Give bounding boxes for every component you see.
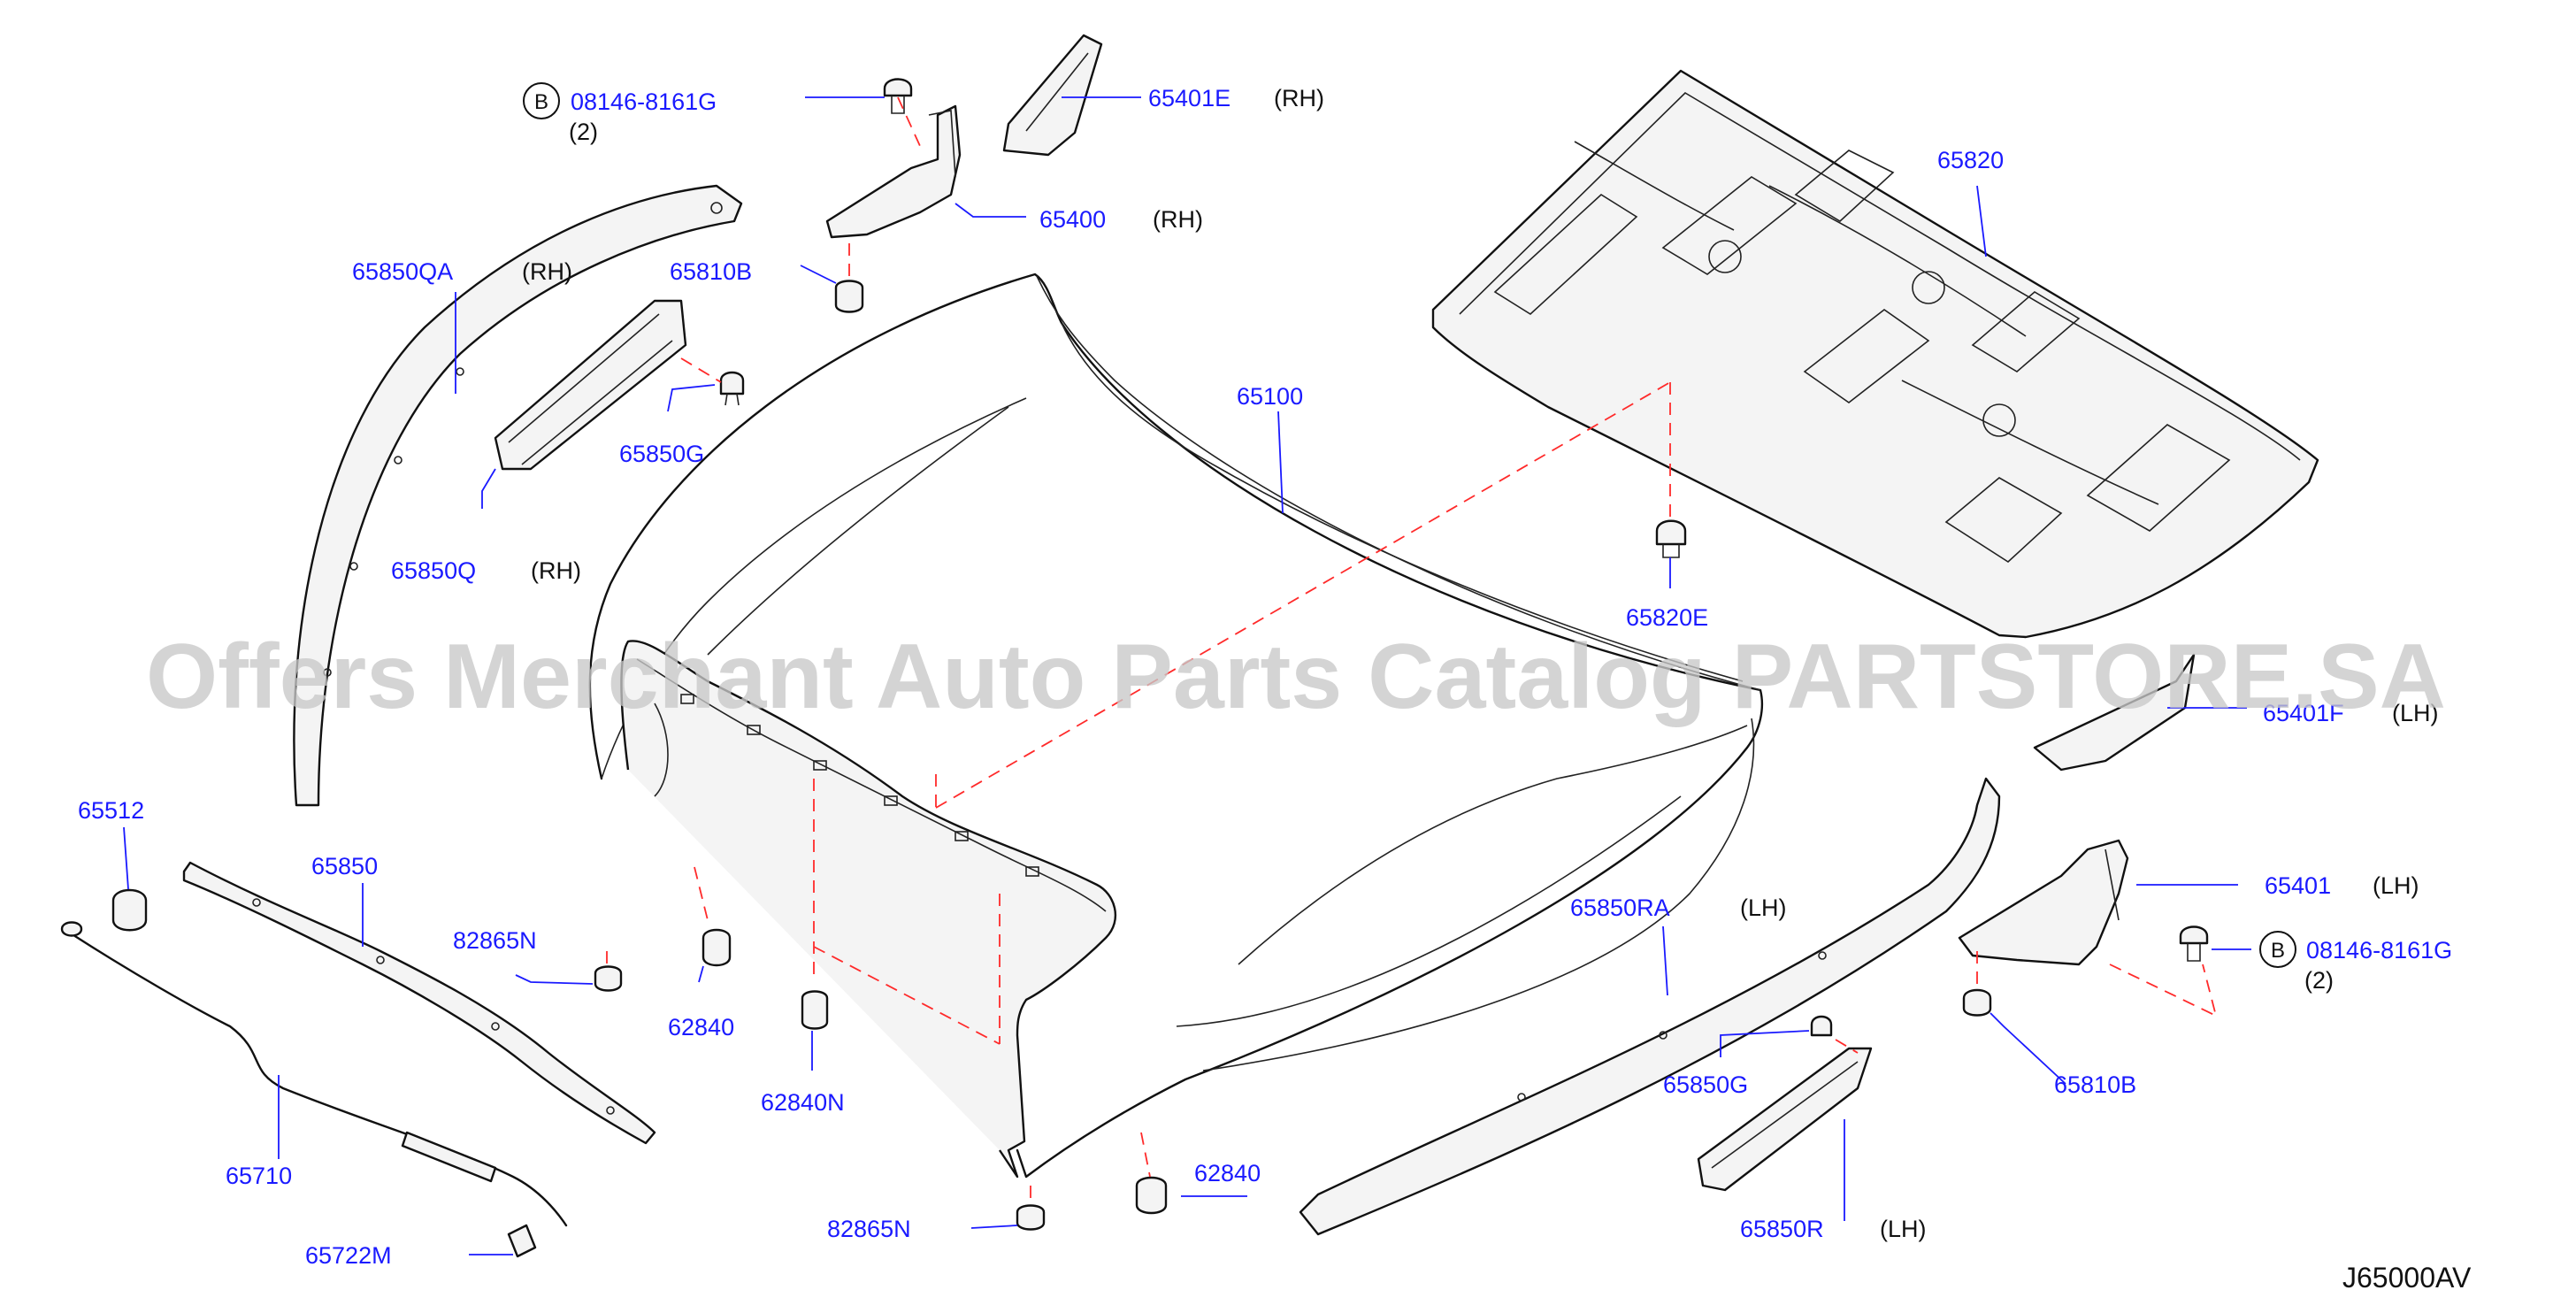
callout-65401f: 65401F (LH): [2263, 700, 2439, 726]
callout-62840-left: 62840: [668, 1014, 734, 1040]
callout-65850g-bottom: 65850G: [1663, 1071, 1748, 1098]
part-number[interactable]: 65850R: [1740, 1216, 1824, 1242]
part-number[interactable]: 62840: [1194, 1160, 1261, 1186]
watermark-text: Offers Merchant Auto Parts Catalog PARTS…: [146, 626, 2446, 728]
part-number[interactable]: 65850: [311, 853, 378, 879]
callout-65850qa: 65850QA (RH): [352, 258, 572, 285]
callout-65850q: 65850Q (RH): [391, 557, 581, 584]
callout-65850r: 65850R (LH): [1740, 1216, 1927, 1242]
part-number[interactable]: 65810B: [670, 258, 752, 285]
part-number[interactable]: 65401F: [2263, 700, 2344, 726]
part-number[interactable]: 65100: [1237, 383, 1303, 410]
callout-circle-b: [523, 82, 560, 119]
front-seal: [182, 861, 656, 1145]
callout-65512: 65512: [78, 797, 144, 824]
callout-65850ra: 65850RA (LH): [1570, 895, 1787, 921]
callout-65100: 65100: [1237, 383, 1303, 410]
bumper-bottom: [1962, 988, 1992, 1017]
callout-65710: 65710: [226, 1163, 292, 1189]
part-side: (LH): [1740, 895, 1787, 921]
callout-circle-b: [2259, 931, 2296, 968]
part-number[interactable]: 65850Q: [391, 557, 476, 584]
release-cable: [60, 921, 568, 1227]
callout-65400: 65400 (RH): [1039, 206, 1203, 233]
bumper-62840-bottom: [1135, 1176, 1168, 1215]
part-number[interactable]: 65850G: [1663, 1071, 1748, 1098]
leader-lines: [123, 96, 2251, 1255]
callout-65401: 65401 (LH): [2265, 872, 2419, 899]
callout-65401e: 65401E (RH): [1148, 85, 1324, 111]
callout-65850: 65850: [311, 853, 378, 879]
part-number[interactable]: 65820: [1937, 147, 2004, 173]
clip-65820e: [1655, 519, 1687, 558]
part-number[interactable]: 65710: [226, 1163, 292, 1189]
part-number[interactable]: 65512: [78, 797, 144, 824]
callout-82865n-left: 82865N: [453, 927, 537, 954]
bolt-bottom: [2179, 925, 2209, 962]
part-number[interactable]: 65810B: [2054, 1071, 2136, 1098]
part-side: (RH): [1153, 206, 1203, 233]
part-number[interactable]: 65850G: [619, 441, 704, 467]
callout-65722m: 65722M: [305, 1242, 392, 1269]
bumper-82865n-bottom: [1016, 1204, 1046, 1231]
part-number[interactable]: 65850QA: [352, 258, 453, 285]
part-side: (LH): [1880, 1216, 1927, 1242]
hood-insulator: [1431, 69, 2319, 639]
bumper-62840-left: [702, 928, 732, 967]
part-side: (RH): [522, 258, 572, 285]
hood-panel: [588, 273, 1764, 1179]
callout-65810b-bottom: 65810B: [2054, 1071, 2136, 1098]
part-number[interactable]: 62840N: [761, 1089, 845, 1116]
callout-08146-top: B 08146-8161G (2): [523, 82, 717, 145]
cable-clip: [507, 1224, 537, 1258]
part-side: (RH): [1274, 85, 1324, 111]
callout-circle-letter: B: [2271, 939, 2285, 963]
part-side: (LH): [2373, 872, 2419, 899]
stopper: [111, 888, 148, 932]
seal-rh: [494, 299, 687, 471]
callout-circle-letter: B: [534, 90, 548, 114]
bumper-82865n-left: [594, 965, 623, 992]
bumper-top: [834, 280, 864, 313]
clip-top: [719, 371, 745, 406]
part-side: (LH): [2392, 700, 2439, 726]
callout-82865n-bottom: 82865N: [827, 1216, 911, 1242]
callout-65850g-top: 65850G: [619, 441, 704, 467]
part-number[interactable]: 65820E: [1626, 604, 1708, 631]
bumper-62840n: [801, 990, 829, 1030]
bolt-top: [883, 78, 913, 114]
hood-front-frame: [620, 640, 1117, 1179]
weatherstrip-rh-long: [293, 184, 743, 807]
part-number[interactable]: 65722M: [305, 1242, 392, 1269]
part-number[interactable]: 65401: [2265, 872, 2331, 899]
callout-08146-bottom: B 08146-8161G (2): [2259, 931, 2452, 994]
assembly-lines: [606, 96, 2218, 1205]
part-number[interactable]: 65850RA: [1570, 895, 1670, 921]
weatherstrip-lh-long: [1299, 777, 2001, 1236]
part-number[interactable]: 82865N: [453, 927, 537, 954]
callout-62840-bottom: 62840: [1194, 1160, 1261, 1186]
part-number[interactable]: 08146-8161G: [2306, 937, 2452, 964]
clip-bottom: [1810, 1015, 1833, 1037]
hood-hinge-lh: [1958, 839, 2129, 966]
callout-62840n: 62840N: [761, 1089, 845, 1116]
callout-65820: 65820: [1937, 147, 2004, 173]
callout-65810b-top: 65810B: [670, 258, 752, 285]
part-number[interactable]: 62840: [668, 1014, 734, 1040]
seal-lh: [1697, 1047, 1873, 1192]
part-number[interactable]: 65401E: [1148, 85, 1230, 111]
bracket-65401e: [1002, 34, 1103, 157]
part-number[interactable]: 08146-8161G: [571, 88, 717, 115]
part-quantity: (2): [2304, 967, 2334, 994]
part-number[interactable]: 82865N: [827, 1216, 911, 1242]
part-number[interactable]: 65400: [1039, 206, 1106, 233]
callout-65820e: 65820E: [1626, 604, 1708, 631]
part-quantity: (2): [569, 119, 598, 145]
part-side: (RH): [531, 557, 581, 584]
diagram-code: J65000AV: [2342, 1262, 2472, 1294]
hood-hinge-rh: [825, 104, 962, 239]
